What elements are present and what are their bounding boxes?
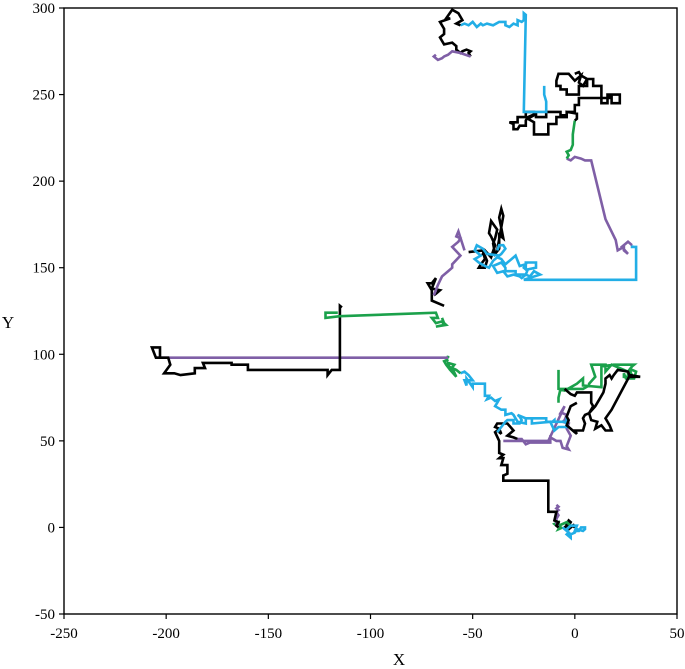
trajectory-segment-14: [468, 203, 506, 270]
trajectory-segment-15: [472, 243, 638, 282]
x-tick-label: -50: [463, 626, 483, 642]
x-tick-label: -150: [255, 626, 283, 642]
trajectory-segment-18: [508, 70, 622, 136]
trajectory-segment-16: [566, 155, 633, 255]
y-axis: -50 0 50 100 150 200 250 300: [33, 1, 64, 623]
x-tick-label: 50: [670, 626, 685, 642]
trajectory-segment-7: [459, 370, 569, 434]
x-axis: -250 -200 -150 -100 -50 0 50: [50, 614, 685, 642]
y-tick-label: 0: [48, 520, 56, 536]
trajectory-segment-11: [324, 311, 449, 328]
y-tick-label: 100: [33, 347, 56, 363]
x-axis-title: X: [393, 650, 405, 669]
trajectory-segment-10: [150, 302, 343, 379]
y-tick-label: 50: [40, 434, 55, 450]
y-tick-label: 200: [33, 174, 56, 190]
trajectory-segment-3: [561, 524, 587, 541]
y-tick-label: 250: [33, 88, 56, 104]
x-tick-label: -200: [152, 626, 180, 642]
trajectory-segment-12: [425, 277, 445, 307]
y-tick-label: 150: [33, 261, 56, 277]
x-tick-label: -100: [357, 626, 385, 642]
trajectory-segment-5: [493, 422, 561, 529]
x-tick-label: -250: [50, 626, 78, 642]
trajectory-segment-22: [557, 363, 638, 403]
series-lines: [150, 7, 641, 541]
trajectory-segment-21: [431, 49, 472, 62]
trajectory-segment-20: [438, 7, 474, 58]
x-tick-label: 0: [571, 626, 579, 642]
trajectory-segment-8: [442, 355, 462, 378]
trajectory-segment-13: [432, 227, 466, 296]
trajectory-segment-19: [459, 10, 548, 114]
trajectory-segment-17: [564, 120, 577, 160]
y-axis-title: Y: [2, 313, 14, 332]
trajectory-segment-23: [563, 368, 641, 435]
y-tick-label: -50: [35, 607, 55, 623]
y-tick-label: 300: [33, 1, 56, 17]
trajectory-segment-6: [503, 405, 573, 452]
